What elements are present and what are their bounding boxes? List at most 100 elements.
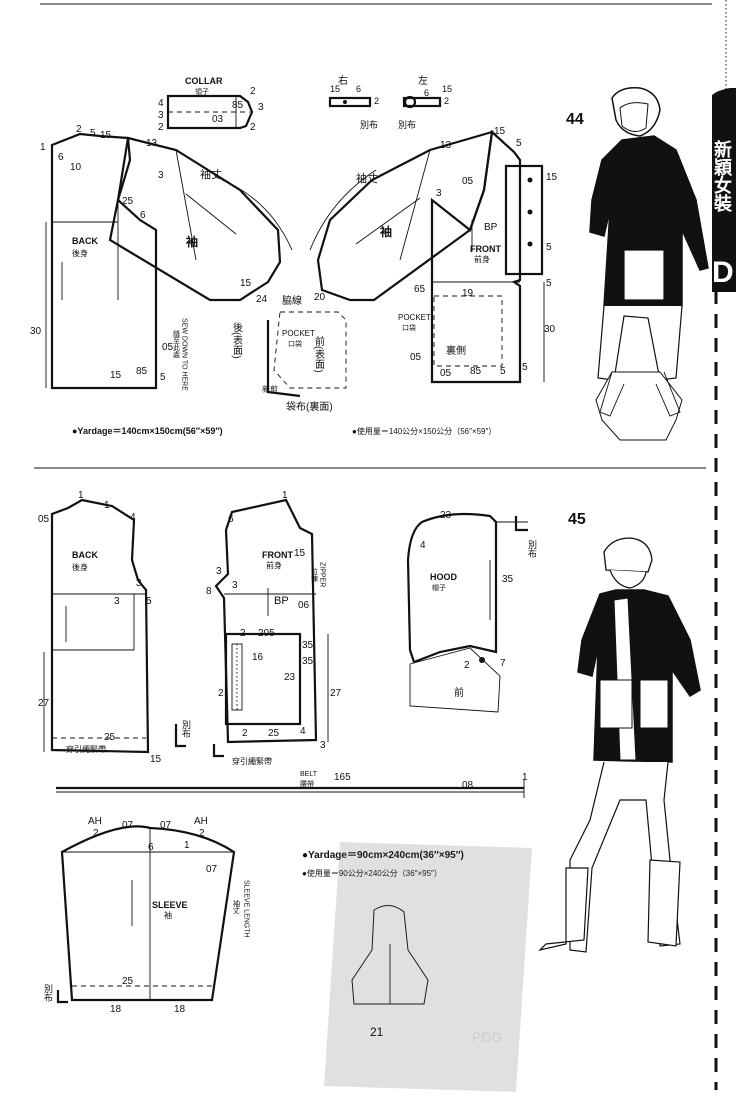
sleeve-45-dim: 25: [122, 976, 134, 987]
sleeve-piece-45: SLEEVE 袖 AH 2 AH 2 07 07 6 1 07 25 18 18…: [43, 816, 250, 1015]
back-45-dim: 15: [150, 754, 162, 765]
small-sketch-jacket: [351, 905, 429, 1005]
sleeve-ah-left-frac: 2: [93, 828, 99, 839]
belt-label: BELT: [300, 771, 318, 778]
collar-dim: 2: [158, 122, 164, 133]
tab-left-cn: 左: [418, 74, 428, 87]
belt-dim: 165: [334, 772, 351, 783]
front-label: FRONT: [470, 244, 501, 254]
hood-dim: 35: [502, 574, 514, 585]
belt-piece: BELT 腰帶 165 08 1: [56, 771, 528, 798]
front-dim: 65: [414, 284, 426, 295]
yardage-45-en: ●Yardage＝90cm×240cm(36″×95″): [302, 850, 464, 861]
sleeve-left-44: 袖丈 袖 15 24: [108, 136, 293, 305]
front-dim: 85: [470, 366, 482, 377]
pocket-right-item: 裏側: [446, 344, 466, 357]
hood-cn: 帽子: [432, 583, 446, 592]
back-45-dim: 5: [146, 596, 152, 607]
tab-dim: 6: [424, 88, 429, 98]
sleeve-45-dim: 1: [184, 840, 190, 851]
collar-label: COLLAR: [185, 76, 223, 86]
sleeve-dim: 13: [440, 140, 452, 151]
watermark-seal: [324, 842, 532, 1092]
back-piece-45: BACK 後身 1 05 1 4 3 3 5 27 25 15 穿引繩緊帶 別布: [38, 490, 191, 765]
front-dim: 05: [440, 368, 452, 379]
front-45-dim: 3: [232, 580, 238, 591]
pocket-left-44: POCKET 口袋 脇線 前(表面) 後(表面) 新剪 袋布(裏面) SEW D…: [173, 294, 347, 413]
back-dim: 15: [100, 130, 112, 141]
tab-right-cn: 右: [338, 74, 348, 87]
back-45-dim: 3: [136, 578, 142, 589]
front-45-zipper-cn: 拉鍊: [311, 567, 319, 583]
collar-dim: 4: [158, 98, 164, 109]
tab-dim: 6: [356, 84, 361, 94]
hood-front-cn: 前: [454, 686, 464, 699]
back-dim: 10: [70, 162, 82, 173]
front-45-tie: 穿引繩緊帶: [232, 756, 272, 766]
sew-down-text: SEW DOWN TO HERE: [181, 318, 188, 391]
front-45-bp: BP: [274, 595, 289, 607]
collar-piece: COLLAR 領子 4 3 2 2 85 03 3 2: [158, 76, 264, 133]
front-dim: 5: [500, 366, 506, 377]
back-45-label: BACK: [72, 550, 98, 560]
side-tab-text: 新穎女裝: [712, 139, 733, 213]
pattern-number-45: 45: [568, 511, 586, 528]
sleeve-45-dim: 07: [206, 864, 218, 875]
collar-dim: 3: [258, 102, 264, 113]
front-45-dim: 3: [216, 566, 222, 577]
sleeve-dim: 3: [436, 188, 442, 199]
back-dim: 15: [110, 370, 122, 381]
tab-dim: 15: [442, 84, 452, 94]
back-45-tie: 穿引繩緊帶: [66, 744, 106, 754]
collar-dim: 03: [212, 114, 224, 125]
illustration-woman-parka-45: [538, 537, 701, 953]
tab-dim: 2: [374, 96, 379, 106]
front-piece-44: FRONT 前身 BP 15 5 05 15 5 5 65 19 30 05 8…: [398, 126, 558, 384]
sleeve-right-44: 袖丈 袖 13 3 20: [309, 130, 494, 303]
pattern-44: COLLAR 領子 4 3 2 2 85 03 3 2 右 左 15 6 2 1…: [30, 74, 709, 441]
sleeve-45-dim: 07: [160, 820, 172, 831]
hood-dim: 23: [440, 510, 452, 521]
front-dim: 30: [544, 324, 556, 335]
pocket-right-label: POCKET: [398, 313, 431, 322]
back-dim: 6: [58, 152, 64, 163]
belt-dim: 08: [462, 780, 474, 791]
front-45-dim: 15: [294, 548, 306, 559]
pocket-left-label: POCKET: [282, 329, 315, 338]
tab-dim: 15: [330, 84, 340, 94]
collar-dim: 85: [232, 100, 244, 111]
page-number: 21: [370, 1025, 384, 1039]
tab-pieces: 右 左 15 6 2 15 6 2 別布 別布: [328, 74, 452, 130]
hood-dim: 4: [420, 540, 426, 551]
sleeve-45-dim: 07: [122, 820, 134, 831]
back-dim: 5: [160, 372, 166, 383]
yardage-45-cn: ●使用量＝90公分×240公分（36″×95″）: [302, 868, 442, 878]
front-45-dim: 3: [320, 740, 326, 751]
front-45-dim: 27: [330, 688, 342, 699]
pocket-left-item: 脇線: [282, 294, 302, 307]
belt-cn: 腰帶: [300, 780, 314, 788]
sleeve-ah-right-frac: 2: [199, 828, 205, 839]
hood-side-cn: 別布: [527, 540, 537, 559]
tab-extra-cn: 別布: [398, 119, 416, 130]
back-dim: 6: [140, 210, 146, 221]
back-dim: 85: [136, 366, 148, 377]
back-dim: 2: [76, 124, 82, 135]
front-45-cn: 前身: [266, 560, 282, 570]
sleeve-length-text: SLEEVE LENGTH: [243, 880, 250, 938]
front-45-zipper: ZIPPER: [319, 562, 326, 587]
front-dim: 05: [410, 352, 422, 363]
front-dim: 15: [546, 172, 558, 183]
hood-label: HOOD: [430, 572, 458, 582]
front-45-dim: 25: [268, 728, 280, 739]
back-45-dim: 4: [130, 512, 136, 523]
sleeve-left-cn2: 袖丈: [200, 167, 222, 181]
back-piece-44: BACK 後身 1 2 5 15 6 10 25 6 3 13 30 15 85…: [30, 124, 174, 390]
sleeve-45-cn: 袖: [164, 910, 172, 920]
sleeve-dim: 20: [314, 292, 326, 303]
front-45-label: FRONT: [262, 550, 293, 560]
front-45-dim: 8: [206, 586, 212, 597]
sleeve-dim: 15: [240, 278, 252, 289]
hood-dim: 7: [500, 658, 506, 669]
